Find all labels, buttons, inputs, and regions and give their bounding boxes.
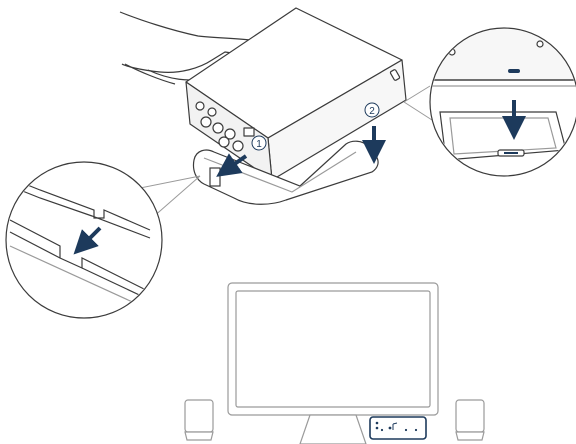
step-1-badge: 1 bbox=[252, 136, 266, 150]
step-1-number: 1 bbox=[256, 139, 262, 150]
speaker-icon-right bbox=[456, 400, 484, 440]
step-2-badge: 2 bbox=[365, 103, 379, 117]
speaker-icon-left bbox=[185, 400, 213, 440]
detail-callout-left bbox=[6, 162, 200, 318]
detail-callout-right bbox=[404, 28, 576, 176]
dac-device-icon bbox=[370, 417, 426, 439]
step-2-number: 2 bbox=[369, 106, 375, 117]
